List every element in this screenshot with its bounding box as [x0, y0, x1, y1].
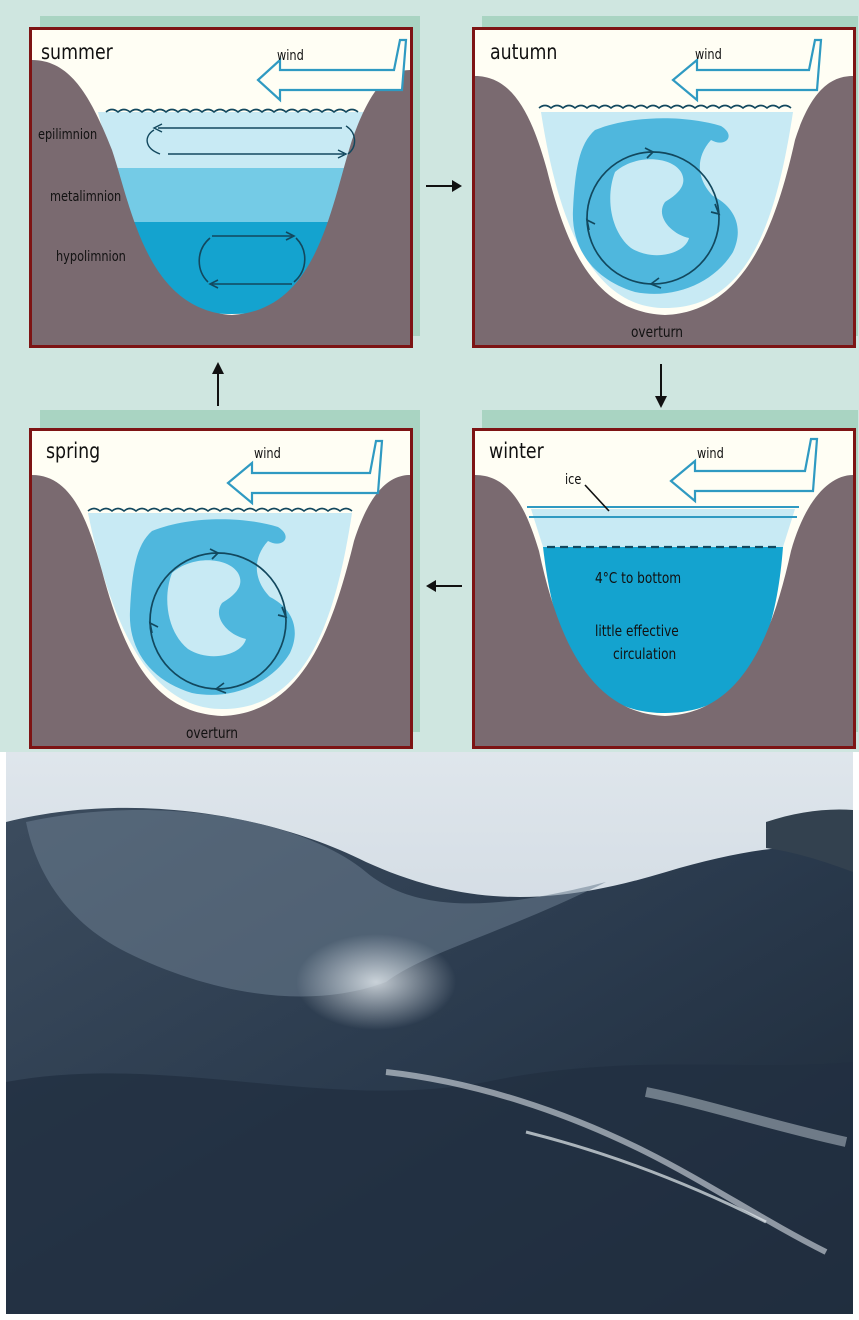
summer-wind-label: wind [277, 49, 304, 63]
winter-circulation-line2: circulation [613, 647, 676, 662]
winter-season-label: winter [489, 441, 544, 462]
autumn-season-label: autumn [490, 42, 557, 63]
autumn-lake-illustration [475, 30, 853, 345]
winter-lake-illustration [475, 431, 853, 746]
spring-overturn-label: overturn [186, 726, 238, 741]
summer-to-autumn-arrow [424, 176, 464, 196]
autumn-overturn-label: overturn [631, 325, 683, 340]
winter-surface-water [531, 509, 795, 547]
summer-panel: summer wind epilimnion metalimnion hypol… [29, 27, 413, 348]
winter-to-spring-arrow [424, 576, 464, 596]
summer-wave-line [106, 110, 358, 113]
autumn-wind-label: wind [695, 48, 722, 62]
summer-metalimnion-water [112, 168, 350, 222]
autumn-to-winter-arrow [651, 362, 671, 410]
spring-wave-line [88, 509, 352, 512]
summer-hypolimnion-label: hypolimnion [56, 250, 126, 264]
lake-seasonal-cycle-diagram: summer wind epilimnion metalimnion hypol… [0, 0, 859, 752]
summer-epilimnion-label: epilimnion [38, 128, 97, 142]
spring-wind-label: wind [254, 447, 281, 461]
winter-4c-label: 4°C to bottom [595, 571, 681, 586]
winter-ice-label: ice [565, 473, 581, 487]
spring-season-label: spring [46, 441, 100, 462]
winter-circulation-line1: little effective [595, 624, 679, 639]
wave-photograph [6, 752, 853, 1314]
spring-panel: spring wind overturn [29, 428, 413, 749]
summer-lake-illustration [32, 30, 410, 345]
winter-wind-arrow [671, 439, 817, 501]
summer-metalimnion-label: metalimnion [50, 190, 121, 204]
autumn-panel: autumn wind overturn [472, 27, 856, 348]
winter-wind-label: wind [697, 447, 724, 461]
summer-season-label: summer [41, 42, 113, 63]
spring-to-summer-arrow [208, 360, 228, 408]
spring-lake-illustration [32, 431, 410, 746]
summer-epilimnion-water [98, 112, 364, 168]
autumn-wave-line [539, 106, 791, 109]
winter-panel: winter wind ice 4°C to bottom little eff… [472, 428, 856, 749]
breaking-wave-image [6, 752, 853, 1314]
spring-wind-arrow [228, 441, 382, 503]
